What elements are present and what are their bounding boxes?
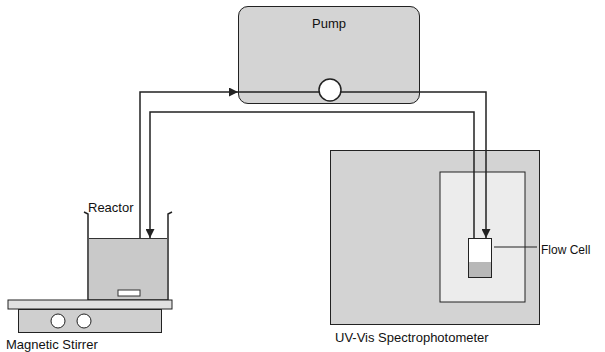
beaker-outline <box>84 212 172 300</box>
pump-head <box>319 79 341 101</box>
pump-label: Pump <box>312 16 346 31</box>
stir-bar <box>118 290 140 296</box>
flow-connector <box>150 112 474 238</box>
reactor-liquid-fill <box>89 238 167 299</box>
pump-box: Pump <box>238 6 420 104</box>
flow-cell-liquid <box>469 262 491 277</box>
spectrophotometer-label: UV-Vis Spectrophotometer <box>335 330 489 345</box>
flow-cell-fill <box>468 238 492 278</box>
flow-connector <box>140 92 238 238</box>
spectrophotometer-box: UV-Vis SpectrophotometerFlow Cell <box>330 150 540 325</box>
reactor-label: Reactor <box>88 200 134 215</box>
flow-cell-label: Flow Cell <box>541 243 590 257</box>
magnetic-stirrer-body: Magnetic Stirrer <box>18 309 162 333</box>
pump-tube <box>341 91 420 93</box>
reactor-liquid: Reactor <box>89 238 167 299</box>
leader-line <box>494 247 537 248</box>
sample-compartment <box>440 172 525 302</box>
flow-cell: Flow Cell <box>468 238 492 278</box>
pump-tube <box>238 91 319 93</box>
stirrer-fill <box>18 309 162 333</box>
pump-fill <box>238 6 420 104</box>
stirrer-plate <box>8 300 172 309</box>
spectrophotometer-fill <box>330 150 540 325</box>
magnetic-stirrer-label: Magnetic Stirrer <box>6 337 98 352</box>
flow-connector <box>420 92 486 238</box>
stirrer-knob <box>77 314 91 328</box>
stirrer-knob <box>51 314 65 328</box>
